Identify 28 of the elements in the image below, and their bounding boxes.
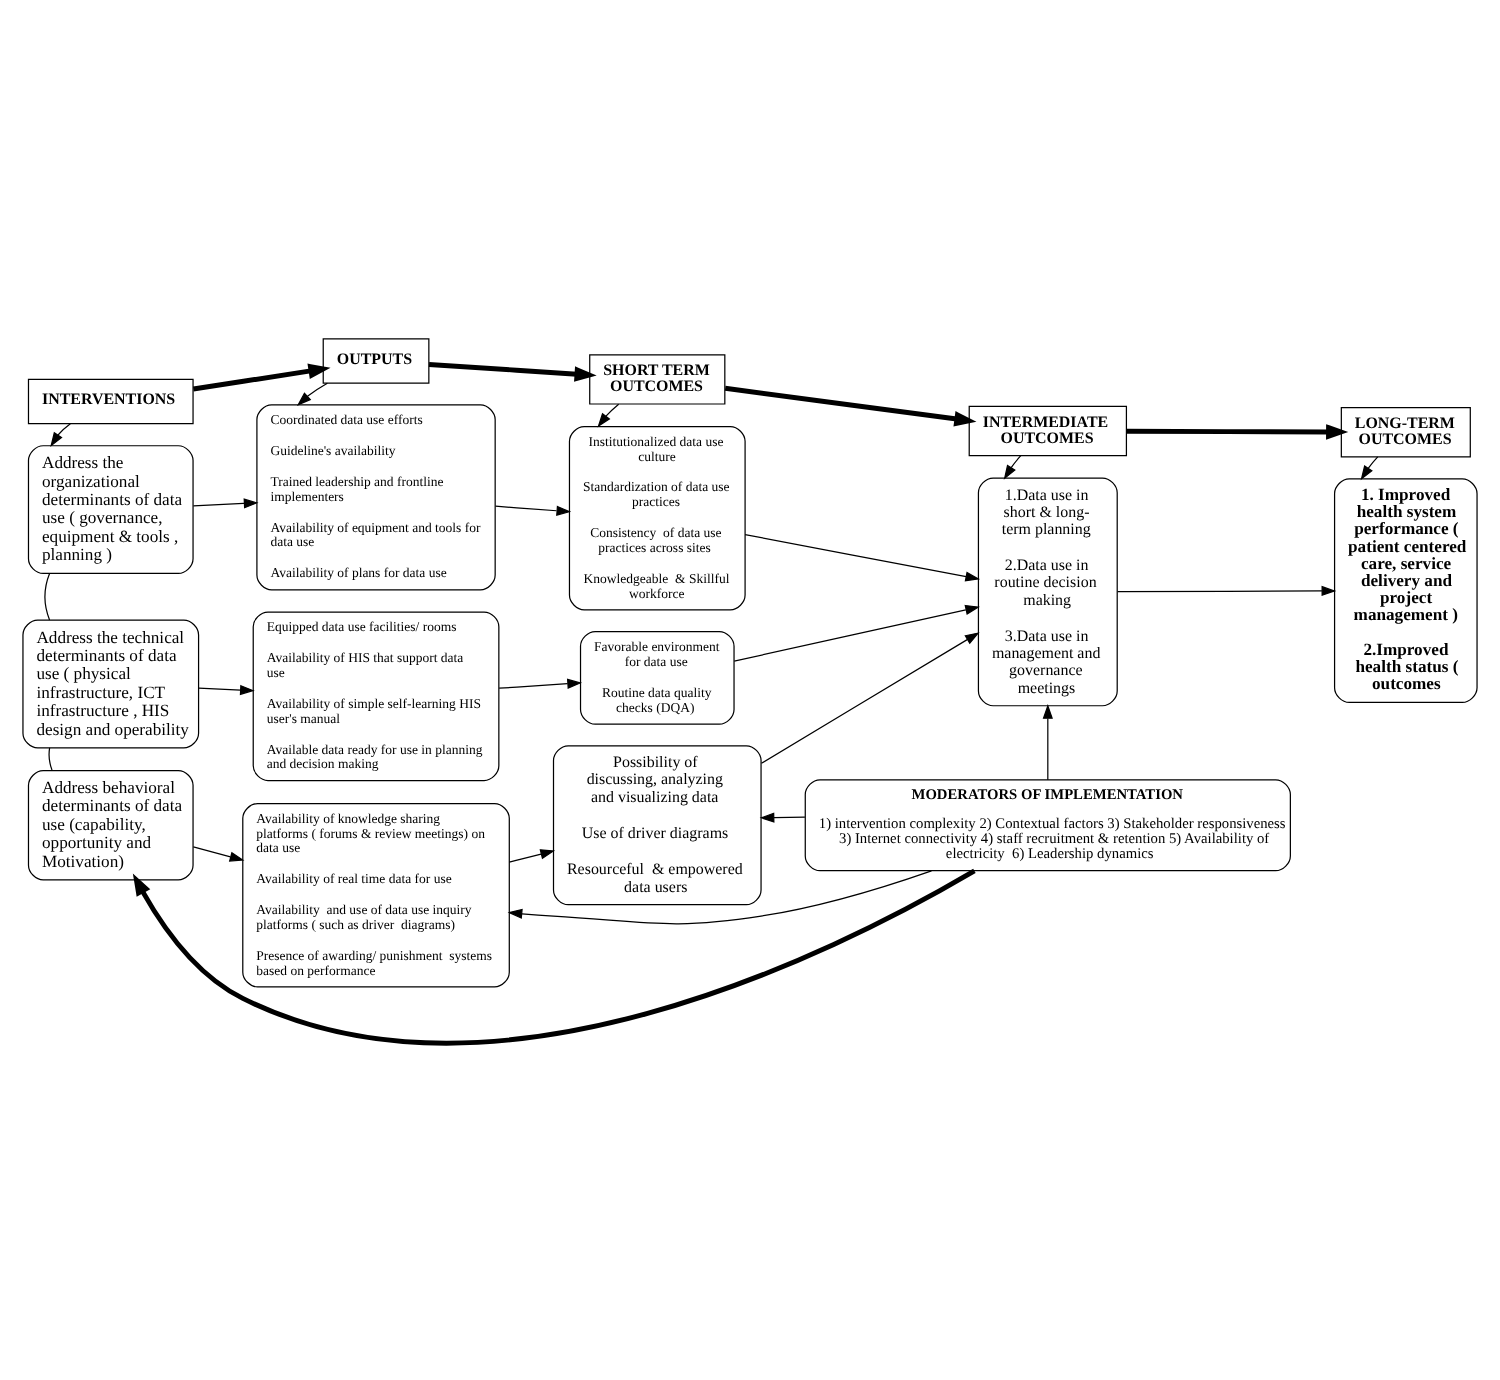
node-box: Address the technical determinants of data use ( physical infrastructure, ICT infrastructure , HIS design and operability: [22, 618, 200, 748]
arrow: [1126, 423, 1349, 439]
arrow: [428, 361, 597, 381]
connector: [48, 746, 53, 770]
node-box: 1. Improved health system performance ( patient centered care, service delivery and project management ) 2.Improved health status ( outcomes: [1333, 477, 1478, 703]
arrow: [494, 504, 572, 515]
arrow: [597, 402, 620, 427]
arrow: [192, 497, 259, 508]
arrow: [193, 362, 331, 391]
node-box: Address the organizational determinants of data use ( governance, equipment & tools , planning ): [27, 444, 194, 574]
arrow: [733, 603, 980, 661]
arrow: [744, 533, 981, 581]
arrow: [132, 867, 976, 1045]
arrow: [508, 848, 556, 862]
arrow: [760, 631, 980, 763]
node-box: Address behavioral determinants of data use (capability, opportunity and Motivation): [27, 768, 194, 880]
arrow: [1360, 455, 1379, 480]
arrow: [507, 869, 933, 924]
arrow: [296, 381, 328, 405]
connector: [44, 572, 51, 620]
arrow: [198, 683, 255, 695]
arrow: [1003, 454, 1022, 479]
arrow: [498, 677, 582, 688]
arrow: [1117, 584, 1337, 596]
arrow: [724, 384, 977, 426]
arrow: [1042, 703, 1053, 780]
arrow: [759, 811, 806, 822]
arrow: [192, 845, 245, 861]
